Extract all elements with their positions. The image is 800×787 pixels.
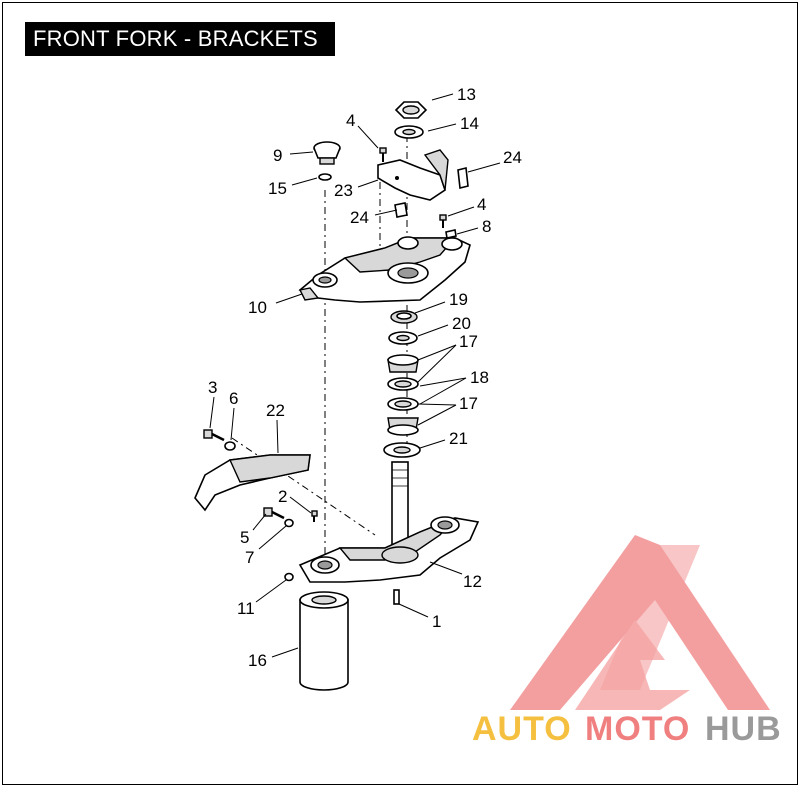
part-13-nut xyxy=(394,101,428,119)
part-7-washer xyxy=(284,518,294,528)
label-24-lower: 24 xyxy=(350,208,369,227)
part-18-race-upper xyxy=(387,377,419,391)
part-19-adjusting-nut xyxy=(390,310,418,324)
part-16-tube xyxy=(299,591,349,691)
label-17-lower: 17 xyxy=(459,394,478,413)
label-23: 23 xyxy=(334,181,353,200)
part-2-screw xyxy=(311,510,318,522)
label-17-upper: 17 xyxy=(459,332,478,351)
label-9: 9 xyxy=(273,146,282,165)
part-5-bolt xyxy=(263,507,285,520)
label-5: 5 xyxy=(240,528,249,547)
label-16: 16 xyxy=(248,651,267,670)
part-12-lower-bracket xyxy=(298,461,480,583)
diagram-title: FRONT FORK - BRACKETS xyxy=(25,22,335,56)
part-6-washer xyxy=(224,441,236,451)
label-14: 14 xyxy=(460,114,479,133)
label-15: 15 xyxy=(268,179,287,198)
label-4-top: 4 xyxy=(346,111,355,130)
label-11: 11 xyxy=(237,599,255,618)
part-20-washer xyxy=(388,331,418,345)
part-24-clip-right xyxy=(457,167,469,189)
part-9-knob xyxy=(313,141,341,165)
part-21-seal xyxy=(383,442,421,458)
label-1: 1 xyxy=(432,612,441,631)
part-18-race-lower xyxy=(387,397,419,411)
part-11-fitting xyxy=(284,572,294,582)
part-23-bracket xyxy=(377,149,449,201)
watermark-hub: HUB xyxy=(705,710,782,748)
part-1-pin xyxy=(393,589,400,605)
watermark-logo xyxy=(510,535,770,710)
part-17-bearing-lower xyxy=(387,417,419,436)
part-3-bolt xyxy=(203,429,225,442)
label-18: 18 xyxy=(470,368,489,387)
leader-lines xyxy=(209,93,501,658)
part-4-screw-top xyxy=(379,147,387,162)
callout-labels: 13 14 9 15 4 23 24 24 4 8 10 19 20 17 18… xyxy=(208,85,522,670)
label-13: 13 xyxy=(457,85,476,104)
label-19: 19 xyxy=(449,290,468,309)
label-10: 10 xyxy=(248,298,267,317)
label-3: 3 xyxy=(208,378,217,397)
part-8-pin xyxy=(445,229,457,239)
part-17-bearing-upper xyxy=(387,354,419,373)
label-12: 12 xyxy=(463,572,482,591)
label-20: 20 xyxy=(452,314,471,333)
label-4-right: 4 xyxy=(477,195,486,214)
centerline-fender xyxy=(231,437,376,536)
part-22-cover xyxy=(194,454,311,512)
watermark-text: AUTO MOTO HUB xyxy=(472,710,782,748)
watermark-moto: MOTO xyxy=(585,710,690,748)
label-22: 22 xyxy=(266,401,285,420)
part-14-washer xyxy=(394,125,424,139)
part-10-upper-bracket xyxy=(298,236,471,303)
label-8: 8 xyxy=(482,217,491,236)
watermark-auto: AUTO xyxy=(472,710,572,748)
label-7: 7 xyxy=(245,548,254,567)
label-6: 6 xyxy=(229,389,238,408)
part-15-o-ring xyxy=(318,173,332,181)
part-24-clip-lower xyxy=(394,202,408,218)
label-2: 2 xyxy=(278,487,287,506)
label-24-right: 24 xyxy=(503,148,522,167)
label-21: 21 xyxy=(449,429,468,448)
part-4-screw-right xyxy=(439,214,447,228)
